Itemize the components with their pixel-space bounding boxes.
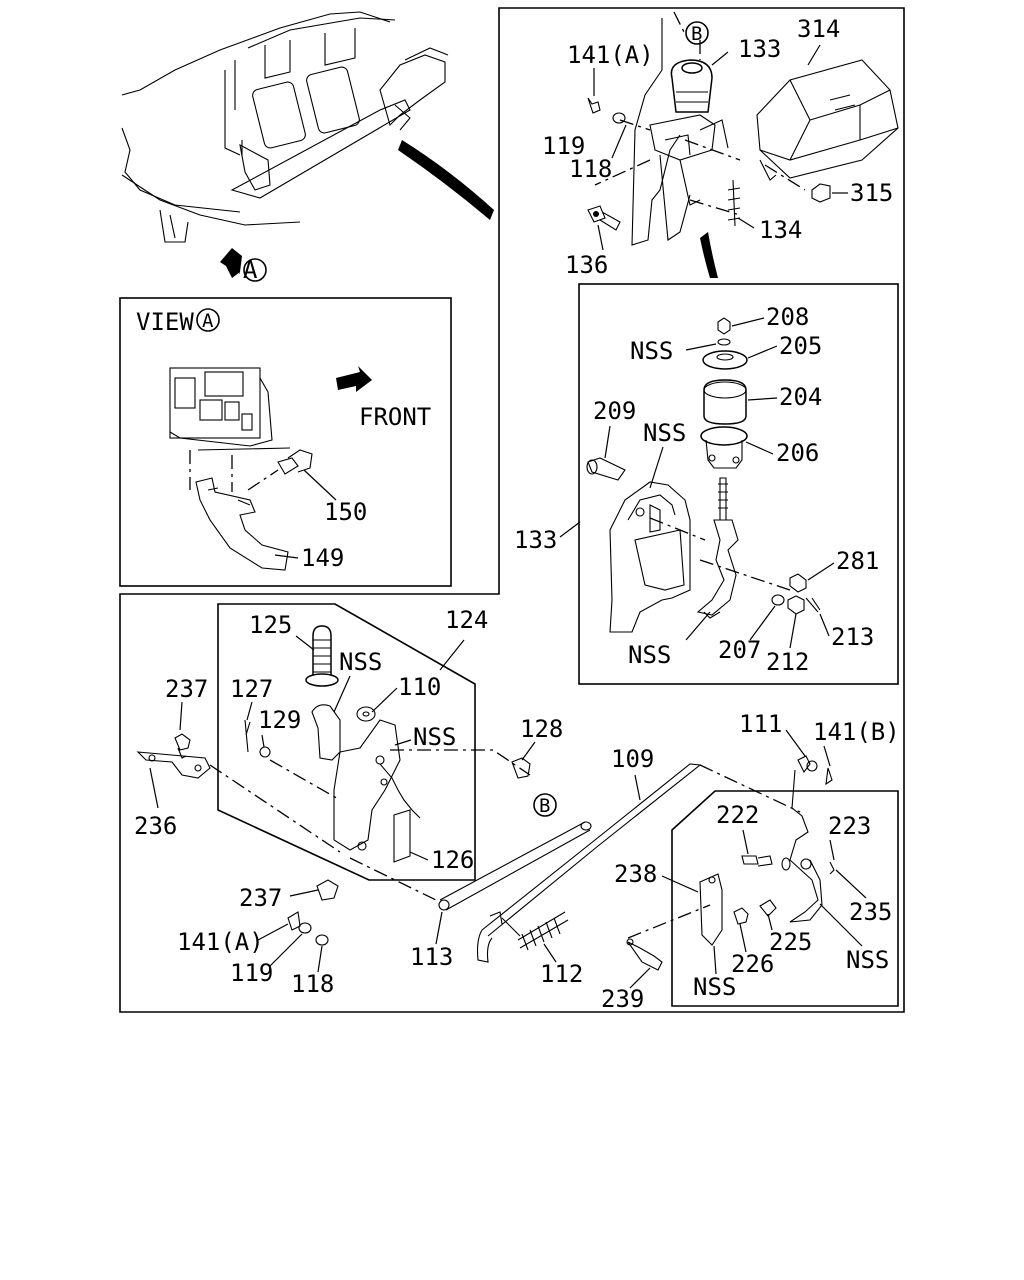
label-nss-mid: NSS [643, 419, 686, 447]
upper-leaders [593, 44, 848, 251]
label-236: 236 [134, 812, 177, 840]
view-a-letter: A [202, 310, 214, 332]
label-204: 204 [779, 383, 822, 411]
label-315: 315 [850, 179, 893, 207]
label-314: 314 [797, 15, 840, 43]
label-133-side: 133 [514, 526, 557, 554]
label-141a-bottom: 141(A) [177, 928, 264, 956]
label-125: 125 [249, 611, 292, 639]
label-136: 136 [565, 251, 608, 279]
mount-detail-frame [578, 283, 899, 685]
label-133-top: 133 [738, 35, 781, 63]
label-150: 150 [324, 498, 367, 526]
callout-b-rod-letter: B [539, 795, 550, 817]
label-nss-pedal-mid: NSS [413, 723, 456, 751]
label-149: 149 [301, 544, 344, 572]
panel-frames [119, 7, 905, 1013]
label-141a-top: 141(A) [567, 41, 654, 69]
label-225: 225 [769, 928, 812, 956]
label-213: 213 [831, 623, 874, 651]
label-118-bottom: 118 [291, 970, 334, 998]
label-134: 134 [759, 216, 802, 244]
label-111: 111 [739, 710, 782, 738]
label-237-top: 237 [165, 675, 208, 703]
label-119-bottom: 119 [230, 959, 273, 987]
label-126: 126 [431, 846, 474, 874]
label-109: 109 [611, 745, 654, 773]
label-119-top: 119 [542, 132, 585, 160]
label-222: 222 [716, 801, 759, 829]
label-128: 128 [520, 715, 563, 743]
label-nss-bracket-right: NSS [846, 946, 889, 974]
label-127: 127 [230, 675, 273, 703]
label-124: 124 [445, 606, 488, 634]
label-206: 206 [776, 439, 819, 467]
upper-mount-illustration [587, 11, 899, 278]
view-a-title: VIEW [136, 308, 194, 336]
cab-illustration [121, 11, 494, 278]
label-226: 226 [731, 950, 774, 978]
callout-b-rod-circle [533, 793, 557, 817]
label-239: 239 [601, 985, 644, 1013]
label-141b: 141(B) [813, 718, 900, 746]
label-223: 223 [828, 812, 871, 840]
label-208: 208 [766, 303, 809, 331]
pedal-group-frame [217, 603, 476, 881]
mount-leaders [559, 317, 835, 649]
label-129: 129 [258, 706, 301, 734]
label-281: 281 [836, 547, 879, 575]
label-209: 209 [593, 397, 636, 425]
label-118-top: 118 [569, 155, 612, 183]
callout-b-top-letter: B [691, 23, 702, 45]
label-nss-pedal-top: NSS [339, 648, 382, 676]
pedal-leaders [149, 635, 867, 989]
callout-b-top-circle [685, 21, 709, 45]
front-label: FRONT [359, 403, 431, 431]
label-113: 113 [410, 943, 453, 971]
label-212: 212 [766, 648, 809, 676]
bracket-detail-frame [671, 790, 899, 1007]
label-nss-bracket-bottom: NSS [693, 973, 736, 1001]
label-nss-top: NSS [630, 337, 673, 365]
label-nss-bottom: NSS [628, 641, 671, 669]
callout-a-circle [243, 258, 267, 282]
view-a-illustration [169, 366, 372, 571]
view-a-circle [196, 308, 220, 332]
label-237-bottom: 237 [239, 884, 282, 912]
label-207: 207 [718, 636, 761, 664]
label-205: 205 [779, 332, 822, 360]
pedal-linkage-illustration [136, 625, 835, 971]
label-110: 110 [398, 673, 441, 701]
view-a-frame [119, 297, 452, 587]
mount-detail-illustration [586, 317, 821, 633]
label-235: 235 [849, 898, 892, 926]
label-112: 112 [540, 960, 583, 988]
view-a-leaders [274, 469, 337, 559]
label-238: 238 [614, 860, 657, 888]
